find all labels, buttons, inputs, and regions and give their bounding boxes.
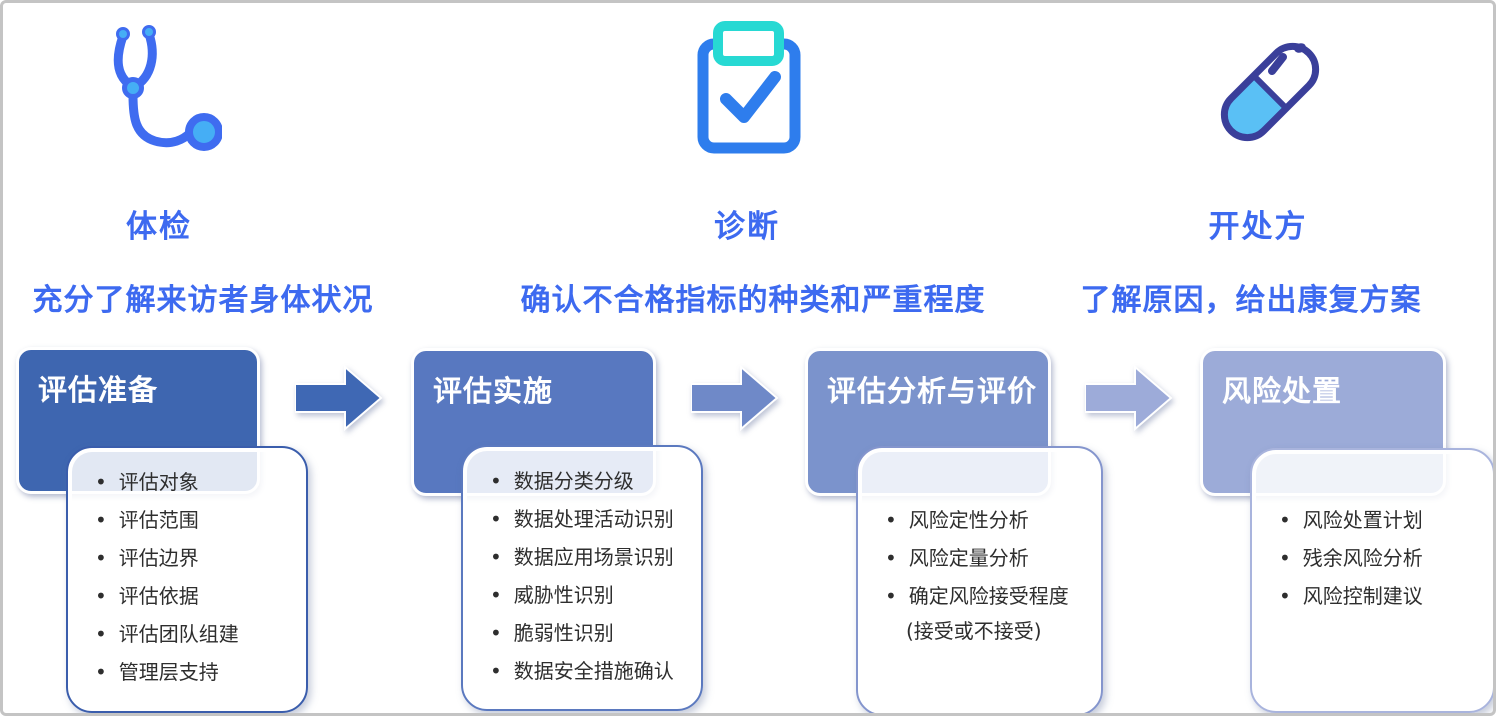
arrow-icon-3 [1085,365,1173,431]
list-item: 评估边界 [95,539,306,577]
list-item: 脆弱性识别 [490,614,701,652]
column-title-prescription: 开处方 [1208,209,1308,245]
list-item: 数据分类分级 [490,462,701,500]
column-subtitle-prescription: 了解原因，给出康复方案 [1080,283,1422,318]
list-item: 数据处理活动识别 [490,500,701,538]
list-item: 残余风险分析 [1279,539,1493,577]
column-subtitle-physical-exam: 充分了解来访者身体状况 [32,283,374,318]
column-subtitle-diagnosis: 确认不合格指标的种类和严重程度 [520,283,986,318]
capsule-icon-svg [1220,42,1320,142]
stage-1-item-list: 评估对象 评估范围 评估边界 评估依据 评估团队组建 管理层支持 [68,448,306,691]
arrow-icon-1 [295,365,383,431]
stethoscope-icon-svg [113,25,223,151]
list-item: 数据安全措施确认 [490,652,701,690]
list-item: 评估对象 [95,463,306,501]
list-item: 风险控制建议 [1279,577,1493,615]
stage-3-card: 风险定性分析 风险定量分析 确定风险接受程度 (接受或不接受) [856,446,1103,713]
arrow-icon-2 [691,365,779,431]
clipboard-check-icon-svg [697,21,801,154]
column-title-physical-exam: 体检 [126,209,192,245]
list-item: 风险定量分析 [885,539,1101,577]
stage-3-item-list: 风险定性分析 风险定量分析 确定风险接受程度 (接受或不接受) [858,448,1101,647]
list-item: 威胁性识别 [490,576,701,614]
stethoscope-icon [96,25,223,157]
clipboard-check-icon [696,21,801,156]
stage-4-item-list: 风险处置计划 残余风险分析 风险控制建议 [1252,450,1493,615]
capsule-icon [1208,25,1333,160]
stage-4-header-label: 风险处置 [1222,374,1343,408]
stage-1-card: 评估对象 评估范围 评估边界 评估依据 评估团队组建 管理层支持 [66,446,308,713]
list-item: 风险处置计划 [1279,501,1493,539]
list-item-continuation: (接受或不接受) [906,619,1042,643]
list-item: 评估团队组建 [95,615,306,653]
list-item: 数据应用场景识别 [490,538,701,576]
stage-1-header-label: 评估准备 [38,373,159,407]
list-item: 确定风险接受程度 [885,577,1101,615]
stage-2-item-list: 数据分类分级 数据处理活动识别 数据应用场景识别 威胁性识别 脆弱性识别 数据安… [463,447,701,690]
stage-4-card: 风险处置计划 残余风险分析 风险控制建议 [1250,448,1493,713]
list-item: 评估范围 [95,501,306,539]
list-item: 管理层支持 [95,653,306,691]
stage-3-header-label: 评估分析与评价 [827,374,1038,408]
column-title-diagnosis: 诊断 [714,209,780,245]
list-item: 评估依据 [95,577,306,615]
stage-2-header-label: 评估实施 [433,374,554,408]
stage-2-card: 数据分类分级 数据处理活动识别 数据应用场景识别 威胁性识别 脆弱性识别 数据安… [461,445,703,711]
list-item: 风险定性分析 [885,501,1101,539]
